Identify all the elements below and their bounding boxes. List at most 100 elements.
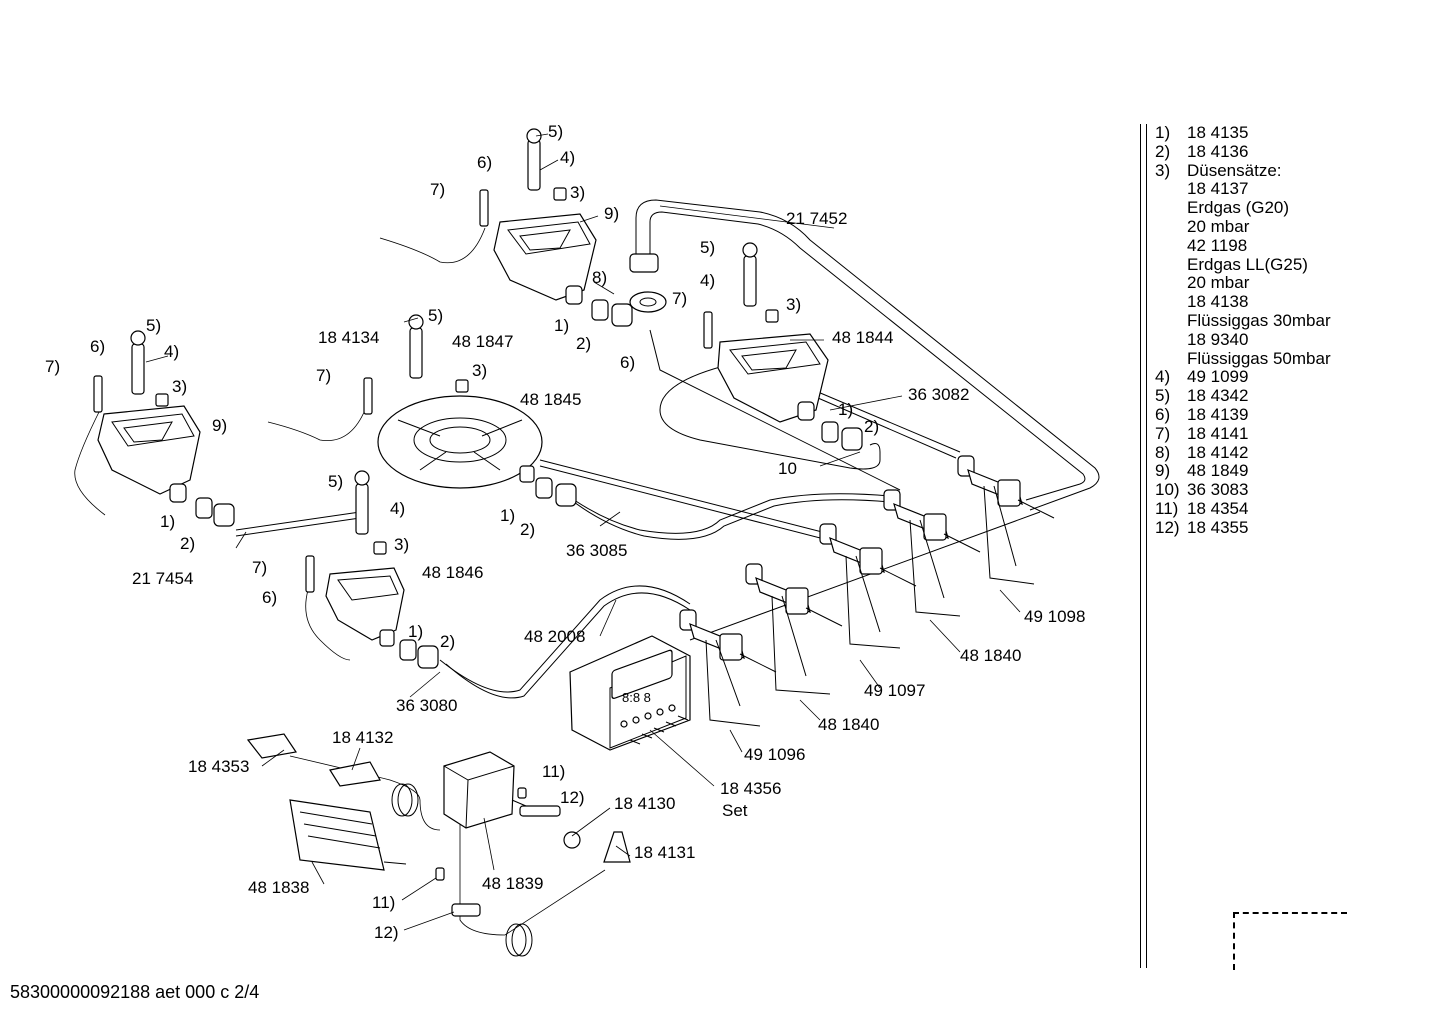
parts-list-row: 9) 48 1849 [1155, 462, 1331, 481]
label-49-1098: 49 1098 [1024, 607, 1085, 626]
burner-small [325, 567, 405, 647]
parts-list-row: 18 9340 [1155, 330, 1331, 350]
label-49-1096: 49 1096 [744, 745, 805, 764]
parts-list-index: 6) [1155, 404, 1171, 424]
parts-list-index: 12) [1155, 517, 1180, 537]
parts-list-text: 49 1099 [1187, 367, 1249, 387]
parts-list-index: 1) [1155, 123, 1171, 142]
label-6-top: 6) [477, 153, 492, 172]
thermostat-48-1839 [443, 751, 581, 849]
parts-list-text: 18 4138 [1187, 292, 1249, 312]
parts-list-index [1155, 274, 1187, 293]
parts-list-index: 3) [1155, 160, 1171, 180]
label-7-top: 7) [430, 180, 445, 199]
label-9-top: 9) [604, 204, 619, 223]
label-2-small: 2) [440, 632, 455, 651]
burner-center [377, 395, 543, 489]
parts-list-text: 18 4136 [1187, 141, 1249, 161]
parts-list-row: 5)18 4342 [1155, 386, 1331, 406]
parts-list-row: 7)18 4141 [1155, 423, 1331, 444]
gas-valves [679, 455, 1055, 727]
label-3-left: 3) [172, 377, 187, 396]
label-3-top: 3) [570, 183, 585, 202]
label-18-4132: 18 4132 [332, 728, 393, 747]
label-4-right: 4) [700, 271, 715, 290]
parts-list-row: 18 4138 [1155, 292, 1331, 312]
label-18-4353: 18 4353 [188, 757, 249, 776]
timer-display-glyph: 8:8 8 [622, 690, 651, 705]
parts-list-index: 2) [1155, 141, 1171, 161]
parts-list-index: 11) [1155, 498, 1179, 518]
label-48-1838: 48 1838 [248, 878, 309, 897]
parts-list-row: 42 1198 [1155, 236, 1331, 256]
parts-list-row: 2) 18 4136 [1155, 141, 1331, 162]
parts-list-index: 4) [1155, 367, 1171, 387]
callout-labels: 5) 4) 3) 6) 7) 9) 8) 1) 2) 21 7452 5) 4)… [45, 122, 1085, 942]
label-4-small: 4) [390, 499, 405, 518]
parts-list-index: 5) [1155, 386, 1171, 406]
parts-list-text: Erdgas LL(G25) [1187, 254, 1308, 274]
label-5-left: 5) [146, 316, 161, 335]
label-1-small: 1) [408, 622, 423, 641]
label-36-3085: 36 3085 [566, 541, 627, 560]
switch-block-48-1838 [289, 799, 407, 871]
parts-list-index [1155, 237, 1187, 256]
label-3-center: 3) [472, 361, 487, 380]
parts-list-row: 6) 18 4139 [1155, 404, 1331, 425]
label-3-right: 3) [786, 295, 801, 314]
parts-list-index: 9) [1155, 461, 1171, 481]
label-7-left: 7) [45, 357, 60, 376]
parts-list-row: Flüssiggas 50mbar [1155, 349, 1331, 369]
parts-list-text: 18 4141 [1187, 423, 1249, 443]
parts-list-text: 18 4142 [1187, 442, 1249, 462]
parts-list-text: 18 4139 [1187, 404, 1249, 424]
label-6-small: 6) [262, 588, 277, 607]
parts-list-rule [1140, 124, 1147, 968]
leader-lines [145, 133, 1021, 931]
sheet-corner-mark [1233, 912, 1347, 970]
label-18-4131: 18 4131 [634, 843, 695, 862]
label-21-7452: 21 7452 [786, 209, 847, 228]
label-2-left: 2) [180, 534, 195, 553]
parts-list-row: Flüssiggas 30mbar [1155, 311, 1331, 331]
label-48-1846: 48 1846 [422, 563, 483, 582]
label-18-4134: 18 4134 [318, 328, 379, 347]
label-2-right: 2) [864, 417, 879, 436]
parts-list-text: Erdgas (G20) [1187, 198, 1290, 218]
label-48-1840-lower: 48 1840 [818, 715, 879, 734]
label-5-right: 5) [700, 238, 715, 257]
parts-list-index [1155, 293, 1187, 312]
label-11-lower: 11) [372, 893, 395, 912]
label-12-upper: 12) [560, 788, 585, 807]
label-1-top: 1) [554, 316, 569, 335]
label-2-top: 2) [576, 334, 591, 353]
label-1-left: 1) [160, 512, 175, 531]
parts-list-index [1155, 256, 1187, 275]
burner-left [97, 405, 201, 503]
label-48-1839: 48 1839 [482, 874, 543, 893]
parts-list-text: 20 mbar [1187, 216, 1250, 236]
label-48-1844: 48 1844 [832, 328, 893, 347]
label-12-lower: 12) [374, 923, 399, 942]
label-18-4130: 18 4130 [614, 794, 675, 813]
label-7-right: 7) [672, 289, 687, 308]
label-18-4356: 18 4356 [720, 779, 781, 798]
label-36-3080: 36 3080 [396, 696, 457, 715]
coil-capillary [391, 783, 533, 957]
parts-list-index: 8) [1155, 442, 1171, 462]
parts-list-index [1155, 199, 1187, 218]
bracket-18-4353 [246, 733, 381, 787]
label-48-1840-upper: 48 1840 [960, 646, 1021, 665]
timer-unit: 8:8 8 [569, 635, 691, 751]
parts-list-index: 10) [1155, 480, 1180, 500]
parts-list-index [1155, 218, 1187, 237]
burner-top [493, 213, 597, 305]
label-10: 10 [778, 459, 797, 478]
parts-list-text: 48 1849 [1187, 461, 1249, 481]
label-48-1845: 48 1845 [520, 390, 581, 409]
label-8-top: 8) [592, 268, 607, 287]
burner-right [717, 333, 829, 423]
label-6-right: 6) [620, 353, 635, 372]
parts-list-text: 18 4355 [1187, 517, 1249, 537]
drawing-id-footer: 58300000092188 aet 000 c 2/4 [10, 982, 260, 1002]
